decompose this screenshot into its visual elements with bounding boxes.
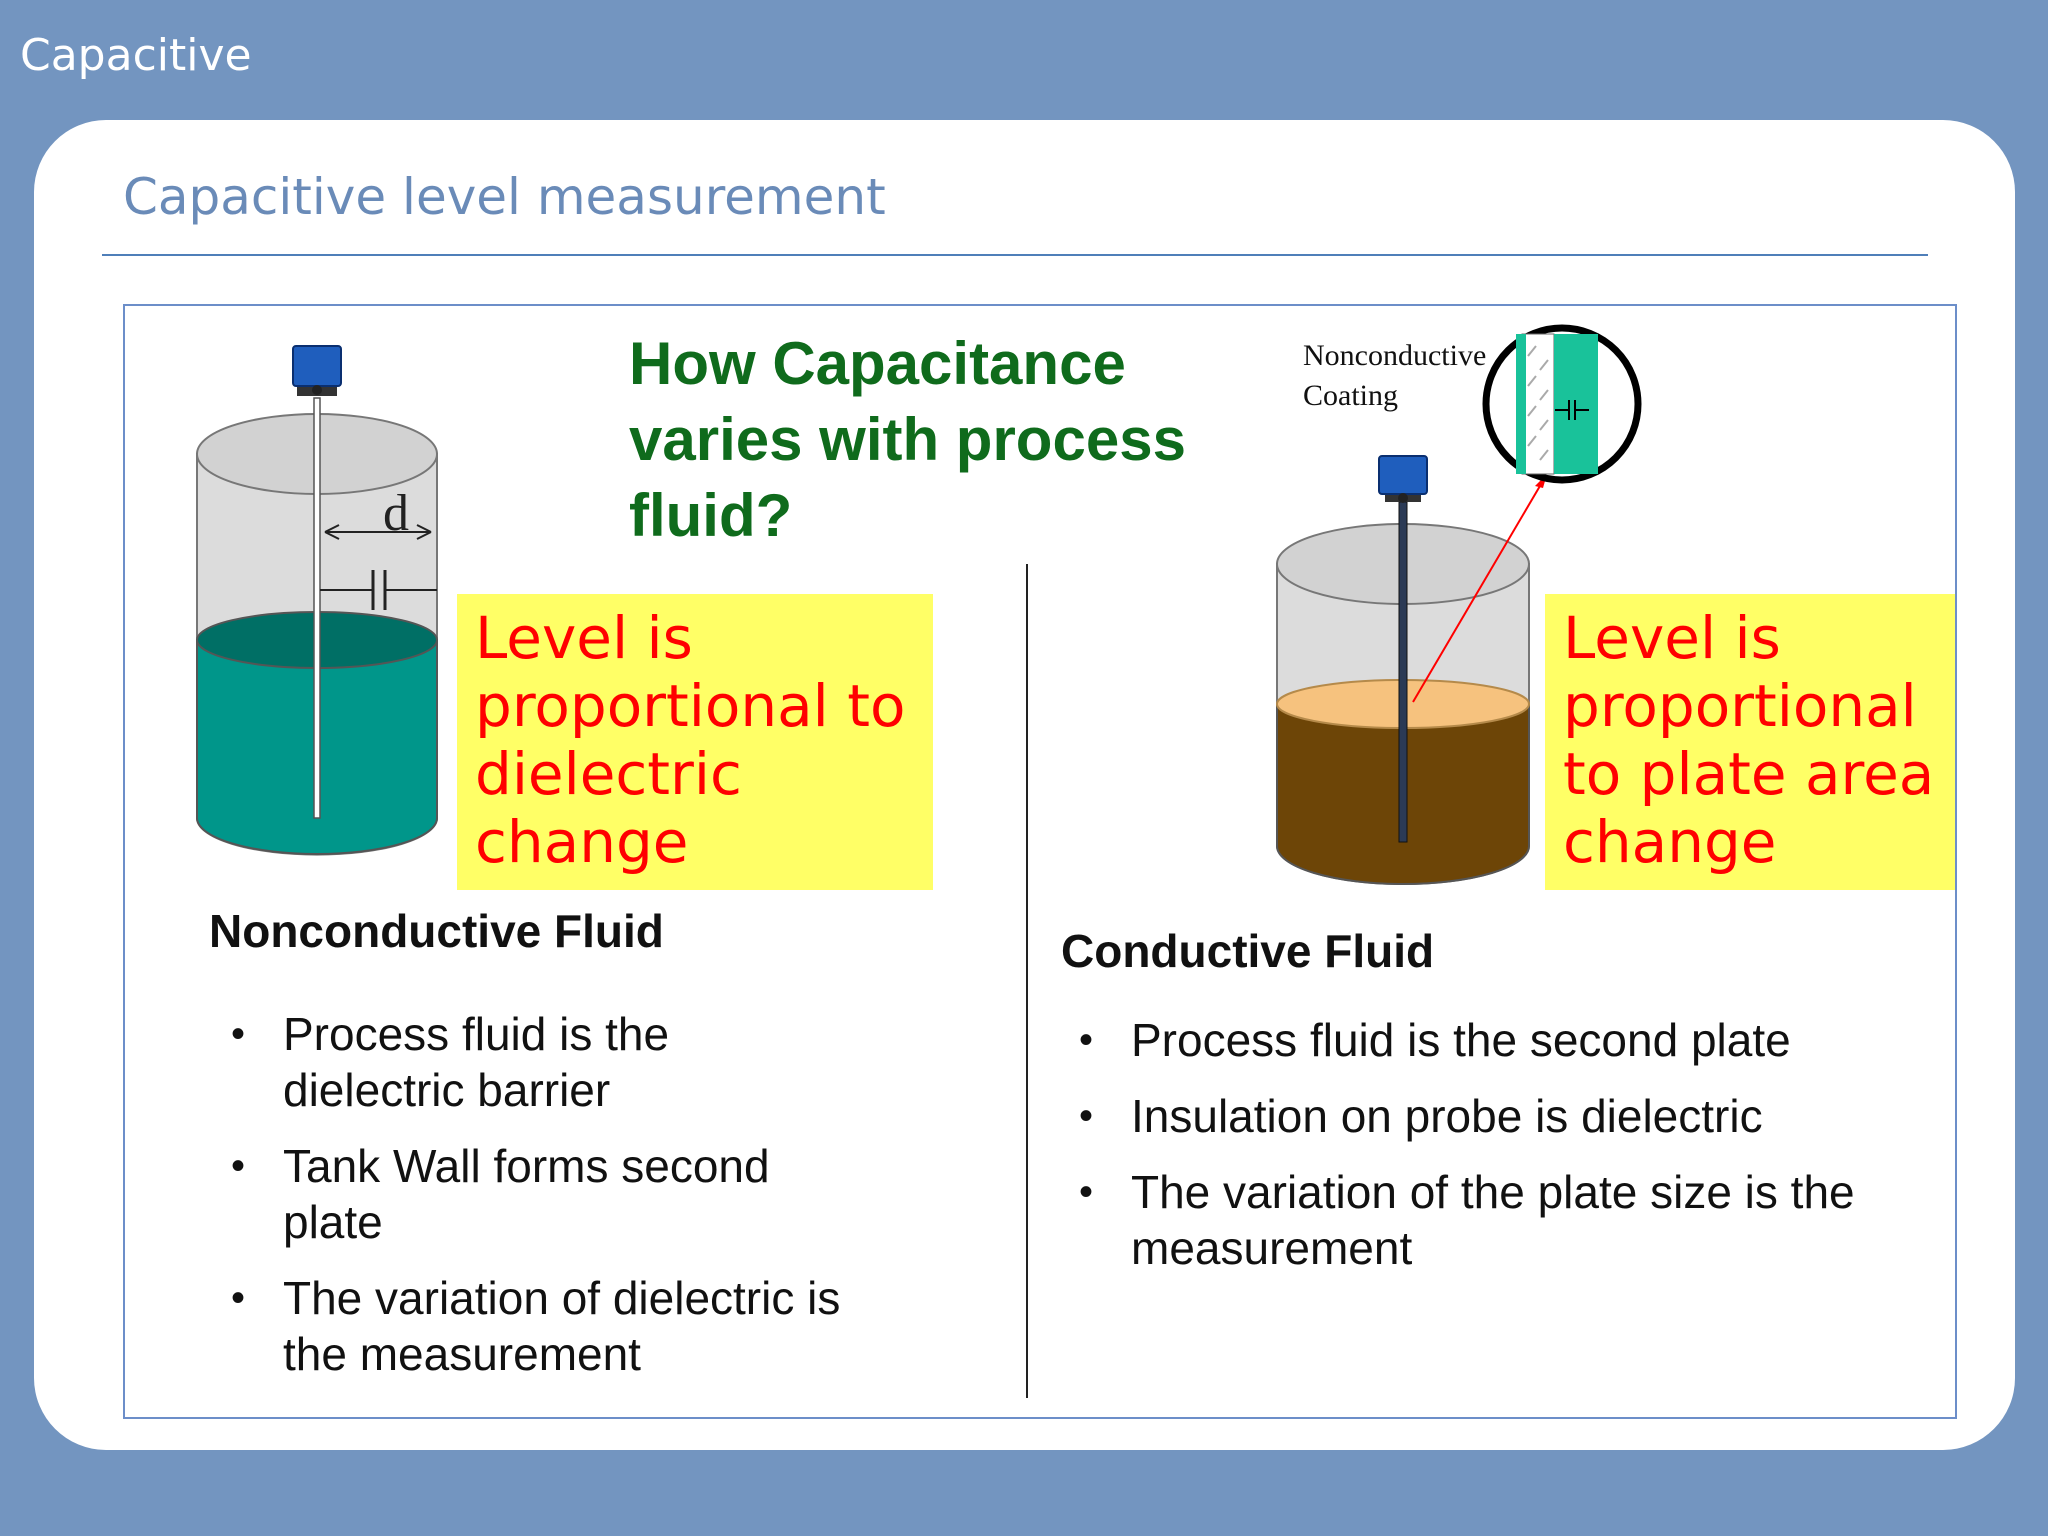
bullet-icon: • [231, 1144, 246, 1188]
bullet-icon: • [1079, 1094, 1094, 1138]
bullet-icon: • [1079, 1018, 1094, 1062]
list-item: •The variation of the plate size is the … [1079, 1166, 1855, 1274]
coating-label: Nonconductive Coating [1303, 336, 1486, 416]
nonconductive-bullets: •Process fluid is the dielectric barrier… [221, 1006, 861, 1402]
slide-header: Capacitive [20, 30, 252, 81]
bullet-icon: • [1079, 1170, 1094, 1214]
title-divider [102, 254, 1928, 256]
list-item: •Process fluid is the dielectric barrier [231, 1008, 670, 1116]
list-item: •The variation of dielectric is the meas… [231, 1272, 841, 1380]
slide-title: Capacitive level measurement [123, 168, 886, 226]
list-item: •Tank Wall forms second plate [231, 1140, 770, 1248]
diagram-heading: How Capacitance varies with process flui… [629, 330, 1186, 549]
conductive-title: Conductive Fluid [1061, 925, 1435, 977]
left-tank [196, 345, 438, 856]
dielectric-note: Level is proportional to dielectric chan… [457, 594, 933, 890]
list-item: •Insulation on probe is dielectric [1079, 1090, 1763, 1142]
conductive-bullets: •Process fluid is the second plate •Insu… [1069, 1012, 1909, 1296]
plate-area-note: Level is proportional to plate area chan… [1545, 594, 1955, 890]
coating-label-line2: Coating [1303, 379, 1398, 412]
coating-label-line1: Nonconductive [1303, 339, 1487, 372]
list-item: •Process fluid is the second plate [1079, 1014, 1791, 1066]
bullet-icon: • [231, 1276, 246, 1320]
diagram-figure: d How Capacitance varies with proc [123, 304, 1957, 1419]
bullet-icon: • [231, 1012, 246, 1056]
nonconductive-title: Nonconductive Fluid [209, 905, 664, 957]
tank-illustrations: d [196, 324, 1642, 1398]
distance-label: d [383, 485, 409, 542]
right-tank [1276, 324, 1642, 885]
